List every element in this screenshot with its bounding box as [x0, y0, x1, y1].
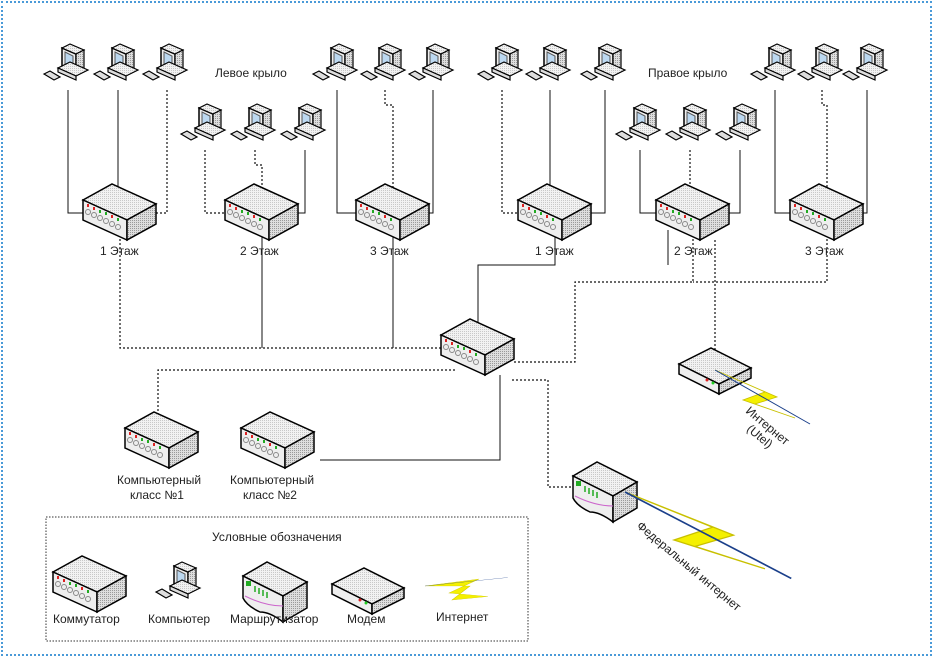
wires-left-wing	[67, 90, 434, 214]
switch-class-2	[240, 411, 315, 469]
legend-label: Коммутатор	[53, 612, 120, 626]
floor-label: 3 Этаж	[370, 244, 409, 258]
switch-right-floor-1	[517, 183, 592, 241]
floor-label: 1 Этаж	[100, 244, 139, 258]
class-label-2: Компьютерный	[230, 473, 314, 487]
legend: Условные обозначения Коммутатор Компьюте…	[45, 516, 529, 642]
modem-utel	[678, 347, 752, 395]
switch-left-floor-3	[355, 183, 430, 241]
switch-class-1	[124, 411, 199, 469]
backbone-wires	[119, 230, 828, 488]
wing-label-left: Левое крыло	[215, 66, 287, 80]
router-federal	[572, 461, 638, 523]
class-label-1: Компьютерный	[117, 473, 201, 487]
legend-label: Компьютер	[148, 612, 210, 626]
switch-left-floor-2	[224, 183, 299, 241]
switch-right-floor-3	[789, 183, 864, 241]
switch-central	[440, 318, 515, 376]
switch-icon	[52, 555, 127, 613]
computer-icon	[155, 561, 201, 599]
switch-right-floor-2	[655, 183, 730, 241]
switch-left-floor-1	[82, 183, 157, 241]
floor-label: 2 Этаж	[674, 244, 713, 258]
class-label-2-line2: класс №2	[243, 488, 297, 502]
computers	[43, 43, 888, 141]
legend-title: Условные обозначения	[212, 530, 342, 544]
legend-label: Маршрутизатор	[230, 612, 319, 626]
wing-label-right: Правое крыло	[648, 66, 728, 80]
modem-icon	[331, 567, 405, 615]
floor-label: 3 Этаж	[805, 244, 844, 258]
legend-label: Интернет	[436, 610, 489, 624]
floor-label: 1 Этаж	[535, 244, 574, 258]
class-label-1-line2: класс №1	[130, 488, 184, 502]
floor-label: 2 Этаж	[240, 244, 279, 258]
legend-label: Модем	[347, 612, 385, 626]
lightning-icon	[424, 577, 508, 601]
